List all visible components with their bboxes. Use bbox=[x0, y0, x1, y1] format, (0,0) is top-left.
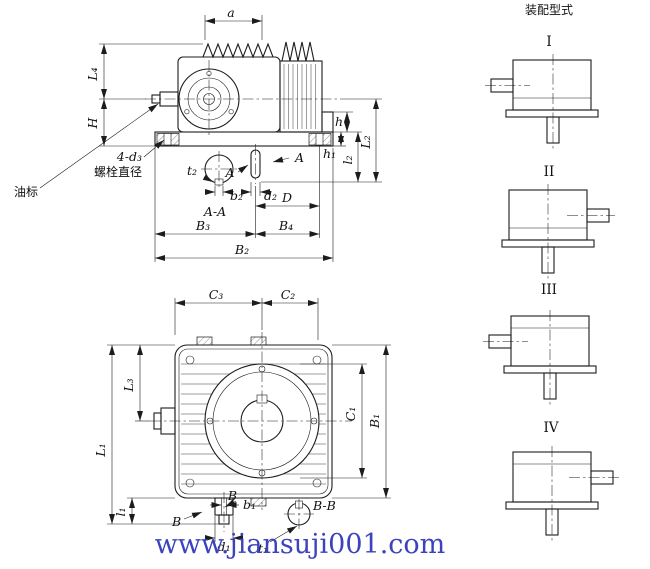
bottom-boss bbox=[250, 497, 267, 507]
oil-mark-callout: 油标 bbox=[14, 185, 38, 199]
cooling-fins-left bbox=[202, 42, 274, 59]
plan-centerlines bbox=[150, 332, 352, 532]
dim-l4-label: L₄ bbox=[85, 67, 100, 81]
assembly-type-2: II bbox=[501, 164, 615, 280]
dim-b1-major-label: B₁ bbox=[367, 414, 382, 429]
dim-a-label: a bbox=[227, 5, 234, 20]
top-boss-right bbox=[250, 336, 267, 346]
section-cut-a1-label: A bbox=[224, 165, 234, 180]
corner-bolt bbox=[185, 478, 195, 488]
dim-b3-label: B₃ bbox=[195, 218, 210, 233]
dim-b1-small-label: b₁ bbox=[243, 497, 256, 512]
bolt-hole-right bbox=[315, 133, 324, 146]
assembly-type-4: IV bbox=[505, 420, 619, 542]
section-aa-label: A-A bbox=[203, 204, 226, 219]
top-boss-left bbox=[196, 336, 213, 346]
side-centerlines bbox=[145, 60, 345, 190]
side-view-dimensions bbox=[39, 15, 382, 262]
dim-c3-label: C₃ bbox=[209, 287, 224, 302]
dim-l2-small-label: l₂ bbox=[340, 155, 355, 164]
assembly-type-1-label: I bbox=[546, 34, 551, 50]
assembly-type-3-label: III bbox=[541, 282, 557, 298]
dim-d1-label: d₁ bbox=[217, 539, 230, 554]
bolt-diameter-callout: 螺栓直径 bbox=[94, 164, 142, 179]
dim-d-label: D bbox=[281, 190, 292, 205]
assembly-type-1: I bbox=[485, 34, 599, 150]
dim-c1-label: C₁ bbox=[343, 407, 358, 422]
assembly-type-4-label: IV bbox=[543, 420, 558, 436]
housing-ribs bbox=[283, 64, 316, 129]
dim-h-label: h bbox=[335, 114, 343, 129]
side-view-labels: a L₄ H h h₁ l₂ L₂ t₂ b₂ d₂ A A A-A D B₃ … bbox=[14, 5, 373, 257]
assembly-type-1-base bbox=[505, 109, 599, 118]
dim-b2-label: b₂ bbox=[230, 188, 243, 203]
base-plate bbox=[154, 131, 334, 147]
dim-l1-small-label: l₁ bbox=[113, 507, 128, 516]
assembly-type-1-housing bbox=[512, 59, 592, 111]
section-cut-b1-label: B bbox=[171, 514, 181, 529]
dim-d2-label: d₂ bbox=[264, 188, 277, 203]
section-cut-a2-label: A bbox=[294, 150, 304, 165]
assembly-panel: 装配型式 I II III bbox=[483, 3, 619, 542]
side-view: a L₄ H h h₁ l₂ L₂ t₂ b₂ d₂ A A A-A D B₃ … bbox=[14, 5, 382, 262]
plan-view-dimensions bbox=[107, 298, 391, 543]
dim-t1-label: t₁ bbox=[258, 541, 268, 556]
watermark-text: www.jiansuji001.com bbox=[155, 529, 446, 560]
assembly-panel-title: 装配型式 bbox=[525, 3, 573, 17]
dim-l1-major-label: L₁ bbox=[93, 443, 108, 457]
corner-bolt bbox=[185, 355, 195, 365]
side-lug bbox=[321, 111, 334, 133]
dim-b2-major-label: B₂ bbox=[234, 242, 249, 257]
dim-c2-label: C₂ bbox=[281, 287, 296, 302]
side-view-body bbox=[145, 41, 345, 190]
dim-b4-label: B₄ bbox=[278, 218, 293, 233]
corner-bolt bbox=[312, 478, 322, 488]
dim-t2-label: t₂ bbox=[187, 163, 197, 178]
dim-h1-label: h₁ bbox=[323, 146, 336, 161]
dim-l2-label: L₂ bbox=[358, 135, 373, 149]
plan-view: C₃ C₂ L₃ L₁ l₁ C₁ B₁ B B b₁ d₁ t₁ B-B bbox=[93, 287, 391, 556]
assembly-type-3: III bbox=[483, 282, 597, 406]
section-bb-label: B-B bbox=[312, 498, 336, 513]
assembly-type-2-label: II bbox=[544, 164, 555, 180]
plan-view-body bbox=[150, 332, 352, 532]
dim-l3-label: L₃ bbox=[121, 378, 136, 392]
cooling-fins-right bbox=[281, 41, 315, 62]
plan-view-labels: C₃ C₂ L₃ L₁ l₁ C₁ B₁ B B b₁ d₁ t₁ B-B bbox=[93, 287, 382, 556]
section-cut-b2-label: B bbox=[227, 488, 237, 503]
dim-h-major-label: H bbox=[85, 116, 100, 129]
corner-bolt bbox=[312, 355, 322, 365]
bolt-count-callout: 4-d₃ bbox=[116, 149, 142, 164]
plan-body-inner bbox=[178, 348, 329, 495]
bolt-hole-left bbox=[163, 133, 172, 146]
